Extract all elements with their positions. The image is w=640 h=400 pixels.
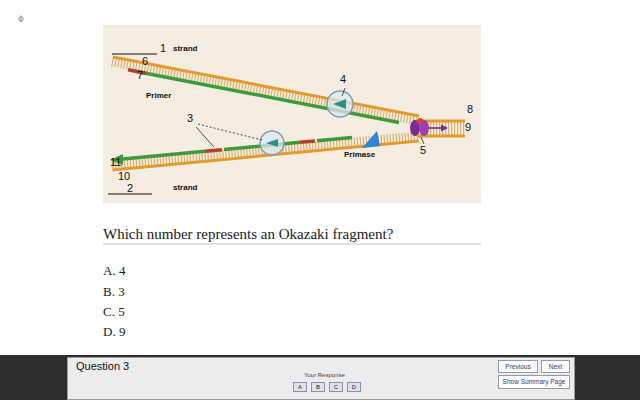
- callout-number: 7: [137, 69, 143, 81]
- callout-number: 6: [142, 55, 148, 67]
- callout-number: 5: [420, 144, 426, 156]
- button-label: B: [316, 384, 320, 391]
- callout-number: 9: [465, 121, 471, 133]
- magnifier: [260, 91, 353, 155]
- blank-number: 1: [160, 42, 166, 54]
- nav-button: Previous: [498, 360, 538, 373]
- callout-number: 3: [187, 112, 193, 124]
- top-arm: [112, 57, 419, 123]
- footer-band: [0, 355, 640, 400]
- question-text: Which number represents an Okazaki fragm…: [103, 226, 393, 243]
- question-rule: [103, 244, 481, 245]
- button-label: Show Summary Page: [503, 378, 566, 385]
- response-heading: Your Response: [304, 372, 345, 379]
- response-button: D: [347, 382, 361, 392]
- button-label: C: [334, 384, 338, 391]
- page-icon: [19, 16, 23, 23]
- response-button: B: [311, 382, 325, 392]
- response-button: C: [329, 382, 343, 392]
- button-label: Previous: [505, 363, 530, 370]
- part-label: Primer: [146, 92, 171, 101]
- toolbar-panel: Question 3 Your ResponseA B C D Previous NextS…: [67, 357, 575, 400]
- figure-ground: [103, 25, 481, 203]
- helicase-symbol: [410, 118, 448, 136]
- question-number: Question 3: [76, 360, 129, 372]
- nav-button: Show Summary Page: [498, 375, 570, 389]
- answer-choice: B. 3: [103, 285, 125, 299]
- callout-number: 4: [340, 73, 346, 85]
- answer-choice: A. 4: [103, 264, 125, 278]
- strand-label: strand: [173, 184, 197, 193]
- button-label: D: [352, 384, 356, 391]
- callout-number: 10: [118, 170, 130, 182]
- nav-button: Next: [541, 360, 570, 373]
- response-button: A: [293, 382, 307, 392]
- blank-line: [112, 54, 157, 55]
- blank-number: 2: [127, 182, 133, 194]
- part-label: Primase: [344, 151, 375, 160]
- callout-number: 11: [110, 156, 121, 168]
- leader-line: [196, 88, 424, 147]
- parental-duplex: [418, 121, 465, 136]
- button-label: A: [298, 384, 302, 391]
- callout-number: 8: [467, 103, 473, 115]
- button-label: Next: [549, 363, 562, 370]
- answer-choice: C. 5: [103, 305, 125, 319]
- strand-label: strand: [173, 45, 197, 54]
- answer-choice: D. 9: [103, 325, 125, 339]
- primase-symbol: [362, 131, 380, 148]
